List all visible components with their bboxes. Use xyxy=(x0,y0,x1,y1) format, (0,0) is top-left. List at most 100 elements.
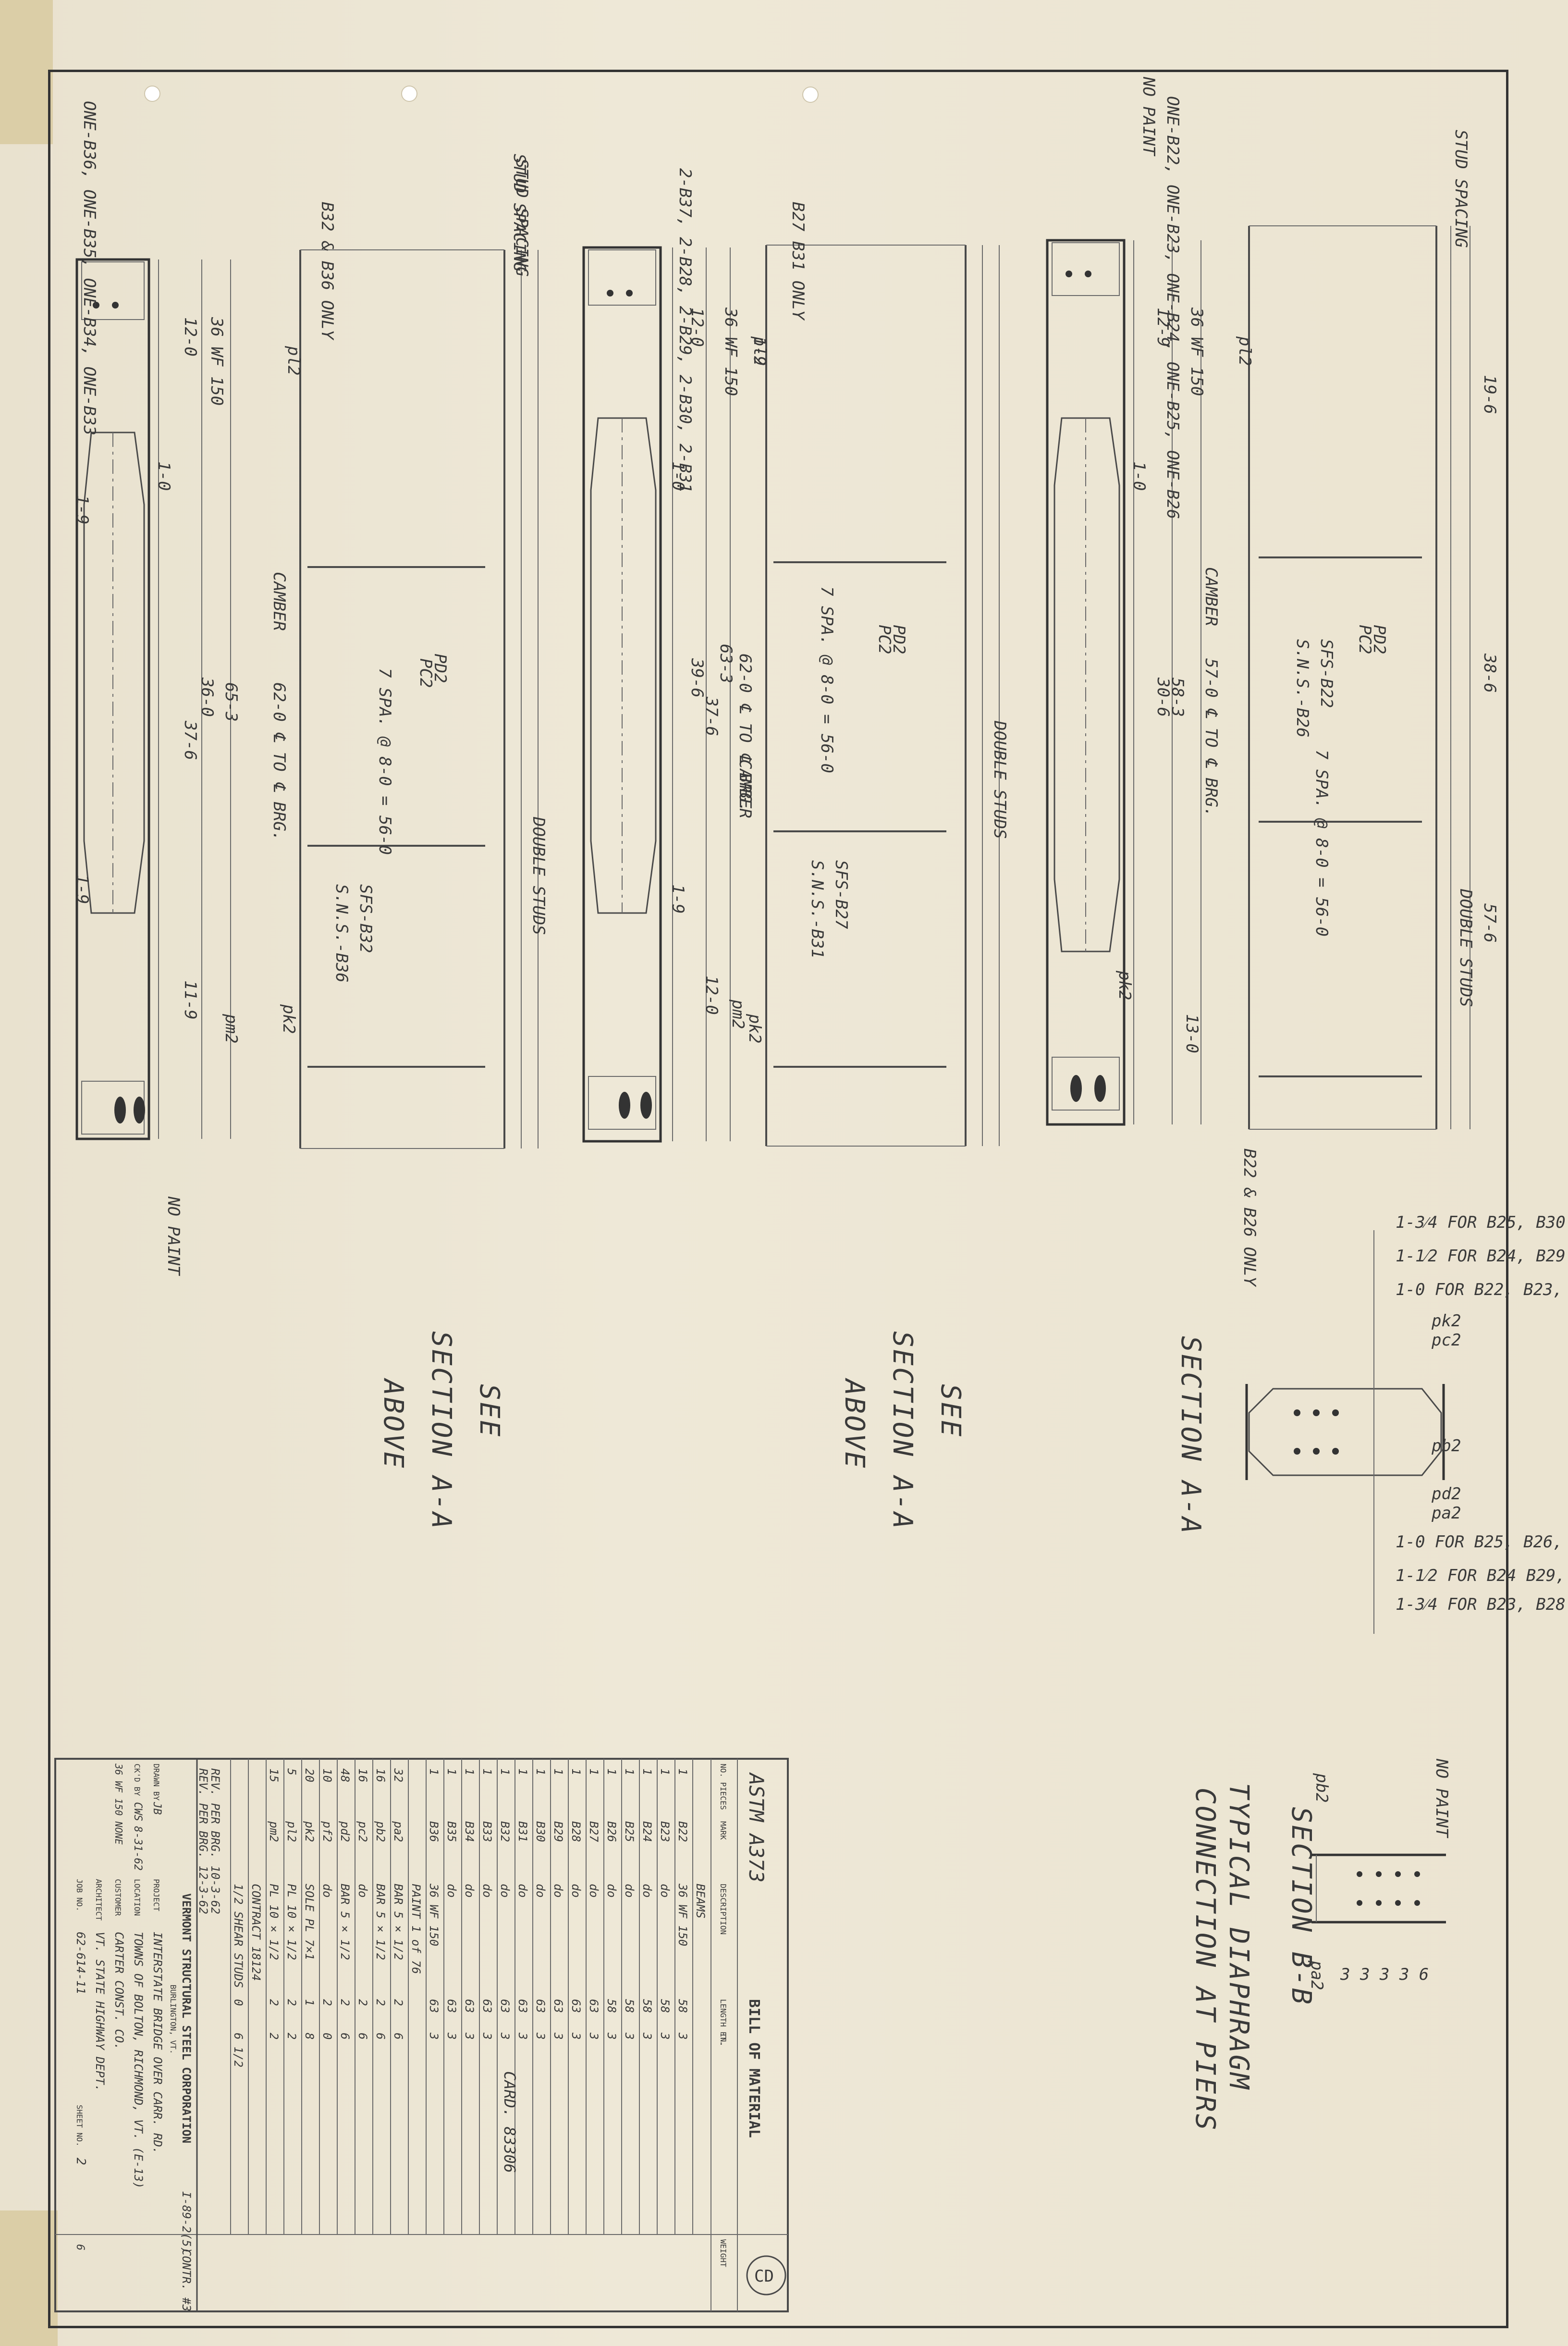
bom-col-desc: DESCRIPTION xyxy=(719,1884,728,1935)
bom-contract-no: CONTR. #3 xyxy=(180,2249,193,2311)
bom-cell: pf2 xyxy=(320,1821,334,1842)
bom-rev-code: I-89-2(5) xyxy=(180,2191,193,2254)
bom-customer: CARTER CONST. CO. xyxy=(112,1932,126,2050)
bom-cell: do xyxy=(516,1884,529,1898)
beam-1-end-plate-top xyxy=(81,261,145,320)
beam-2-camber: CAMBER xyxy=(735,759,755,818)
bom-cell: B27 xyxy=(587,1821,600,1842)
bom-cell: do xyxy=(463,1884,476,1898)
bom-cell: 58 xyxy=(640,1999,654,2013)
bom-cell: 63 xyxy=(534,1999,547,2013)
beam-3-no-paint: NO PAINT xyxy=(1139,76,1158,157)
section-aa-outline xyxy=(1248,1388,1442,1476)
bom-cell: 63 xyxy=(463,1999,476,2013)
bolt-hole xyxy=(114,1097,126,1124)
bolt-hole xyxy=(112,302,119,309)
bom-cell: 0 xyxy=(232,1999,245,2006)
beam-2-dim-6: 63-3 xyxy=(716,644,735,683)
bom-cell: 1 xyxy=(623,1768,636,1775)
beam-2-plate-pm2: pm2 xyxy=(728,999,747,1029)
beam-2-span: 62-0 ℄ TO ℄ BRG. xyxy=(735,654,755,812)
see-above-label: ABOVE xyxy=(378,1378,409,1470)
beam-1-section: 36 WF 150 xyxy=(207,317,226,406)
bom-cell: 3 xyxy=(587,2032,600,2039)
beam-1-plate-pd2: PD2 xyxy=(430,654,450,683)
bom-location-label: LOCATION xyxy=(133,1879,142,1916)
beam-1-dim-3: 1-0 xyxy=(154,461,173,491)
bolt-hole xyxy=(626,290,633,296)
beam-3-sfs: SFS-B22 xyxy=(1317,639,1336,708)
bom-cell: 3 xyxy=(516,2032,529,2039)
section-bb-subtitle2: CONNECTION AT PIERS xyxy=(1189,1788,1221,2132)
section-aa-plate-5: pb2 xyxy=(1431,1436,1461,1456)
section-aa-plate-4: pa2 xyxy=(1431,1504,1461,1523)
see-section-middle: SEE SECTION A-A ABOVE xyxy=(839,1331,966,1531)
beam-3-end-plate-bottom xyxy=(1052,1057,1120,1111)
bom-cell: 6 xyxy=(356,2033,369,2039)
bom-cell: 6 xyxy=(338,2033,352,2039)
beam-3-dim-2: 1-0 xyxy=(1129,461,1149,491)
section-bb-subtitle: TYPICAL DIAPHRAGM xyxy=(1223,1783,1254,2091)
bom-cell: B35 xyxy=(445,1821,458,1842)
bom-cell: PL 10 × 1/2 xyxy=(285,1884,298,1960)
beam-1-plate-pl2: pl2 xyxy=(284,346,303,375)
bom-city: BURLINGTON, VT. xyxy=(169,1985,178,2054)
bom-cell: 6 1/2 xyxy=(232,2033,245,2067)
bom-rev-1: REV. PER BRG. 10-3-62 xyxy=(208,1768,222,1914)
beam-3-dim-4: 58-3 xyxy=(1168,678,1187,717)
bolt xyxy=(1313,1409,1320,1416)
bom-cell: 1 xyxy=(569,1768,583,1775)
bolt-hole xyxy=(134,1097,145,1124)
beam-1-diaphragm xyxy=(83,432,145,914)
beam-2-plate-pd2: PD2 xyxy=(889,625,908,654)
bom-cell: B33 xyxy=(480,1821,494,1842)
bom-cell: pm2 xyxy=(267,1821,281,1842)
bolt xyxy=(1414,1871,1420,1877)
see-section-label: SECTION A-A xyxy=(426,1331,457,1531)
bom-cell: do xyxy=(480,1884,494,1898)
bom-col-weight: WEIGHT xyxy=(719,2239,728,2267)
bom-cell: 63 xyxy=(551,1999,565,2013)
beam-2-web xyxy=(582,246,662,1143)
bom-architect: VT. STATE HIGHWAY DEPT. xyxy=(93,1932,107,2091)
bom-cell: 2 xyxy=(267,2033,281,2039)
bom-cell: BAR 5 × 1/2 xyxy=(392,1884,405,1960)
bom-cell: 1 xyxy=(587,1768,600,1775)
bom-cell: 3 xyxy=(623,2032,636,2039)
bom-cell: do xyxy=(534,1884,547,1898)
bom-cell: 58 xyxy=(658,1999,672,2013)
beam-2-studs: DOUBLE STUDS xyxy=(990,720,1009,839)
bom-cell: 3 xyxy=(498,2032,512,2039)
bom-chkd-by: CWS xyxy=(132,1802,144,1821)
punch-hole xyxy=(401,86,417,102)
beam-3-sns: S.N.S.-B26 xyxy=(1293,639,1312,738)
bom-cell: do xyxy=(569,1884,583,1898)
beam-2-end-plate-bottom xyxy=(588,1076,656,1130)
see-label: SEE xyxy=(474,1384,505,1438)
bom-cell: pc2 xyxy=(356,1821,369,1842)
bom-cell: 1 xyxy=(427,1768,441,1775)
bolt-hole xyxy=(607,290,613,296)
bom-job-no: 62-614-11 xyxy=(74,1932,87,1994)
bom-chkd-label: CK'D BY xyxy=(133,1764,142,1796)
bom-cell: pd2 xyxy=(338,1821,352,1842)
beam-1-web xyxy=(75,258,150,1140)
bom-cell: pl2 xyxy=(285,1821,298,1842)
beam-3-section: 36 WF 150 xyxy=(1187,307,1206,396)
bom-cell: do xyxy=(623,1884,636,1898)
beam-3-web xyxy=(1046,239,1126,1126)
bom-cell: B30 xyxy=(534,1821,547,1842)
beam-3-bays: 7 SPA. @ 8-0 = 56-0 xyxy=(1312,750,1331,937)
section-bb-plate-1: pb2 xyxy=(1312,1773,1331,1803)
beam-1-dim-7: 1-9 xyxy=(73,875,92,904)
bom-sheet-total: 6 xyxy=(74,2244,86,2250)
beam-1-dim-1: 12-0 xyxy=(181,317,200,357)
beam-2-plate-pl2: pl2 xyxy=(750,336,769,366)
bom-cell: B28 xyxy=(569,1821,583,1842)
bom-drawn-by: JB xyxy=(151,1802,163,1815)
beam-1-sfs: SFS-B32 xyxy=(356,884,375,953)
bom-cell: 2 xyxy=(285,1999,298,2006)
beam-1-dim-8: 11-9 xyxy=(181,980,200,1020)
bolt-hole xyxy=(1066,271,1072,277)
